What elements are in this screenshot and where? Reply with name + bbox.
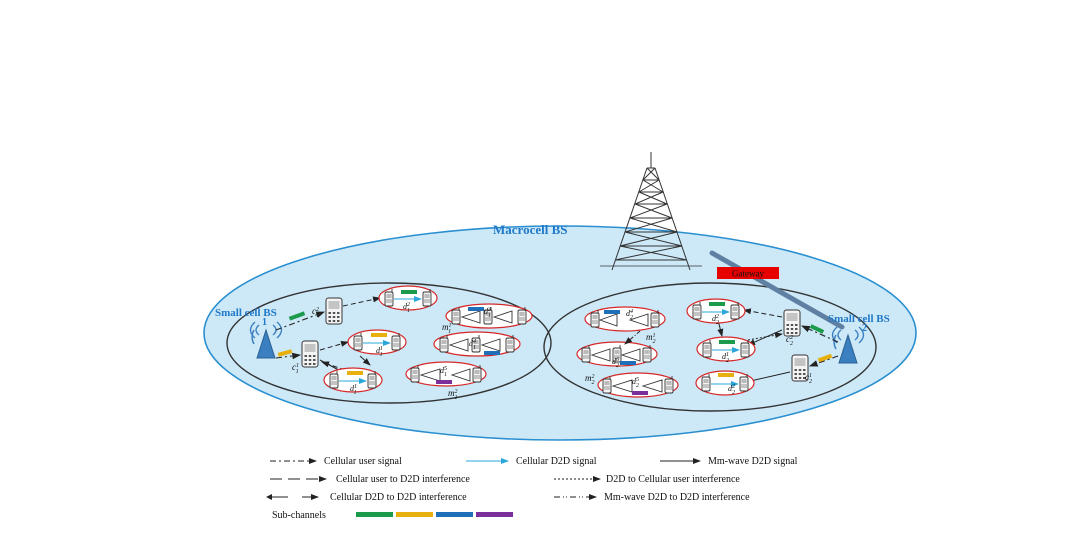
link — [624, 330, 641, 345]
macrocell-coverage — [203, 225, 917, 441]
gateway-label: Gateway — [732, 269, 764, 279]
legend-cellular-user-signal: Cellular user signal — [324, 456, 402, 467]
mmwave-pair-d1-5 — [405, 361, 487, 387]
small-cell-2-coverage — [543, 282, 877, 412]
link — [359, 355, 371, 366]
legend-mmwave-d2d-to-d2d-interference: Mm-wave D2D to D2D interference — [604, 492, 750, 503]
link — [747, 332, 783, 341]
link — [800, 325, 839, 343]
link — [275, 352, 302, 360]
small-cell-1-index: 1 — [262, 317, 267, 328]
legend-subchannels-label: Sub-channels — [272, 510, 326, 521]
macrocell-label: Macrocell BS — [493, 222, 568, 237]
link — [342, 296, 381, 307]
legend-cellular-d2d-to-d2d-interference: Cellular D2D to D2D interference — [330, 492, 467, 503]
d2d-pair-d1-1-lower — [323, 367, 383, 393]
mmwave-pair-d2-4 — [584, 306, 666, 332]
mmwave-pair-d2-5 — [597, 372, 679, 398]
small-cell-1-label: Small cell BS — [215, 307, 277, 319]
subchannel-tag — [809, 324, 825, 334]
legend-cellular-d2d-signal: Cellular D2D signal — [516, 456, 597, 467]
mmwave-pair-d1-3 — [445, 303, 533, 329]
d2d-pair-d1-1-upper — [347, 329, 407, 355]
gateway-box — [717, 267, 779, 279]
subchannel-swatch-blue — [436, 512, 473, 517]
d2d-pair-d2-2-upper — [686, 298, 746, 324]
link — [743, 308, 783, 318]
legend-mmwave-d2d-signal: Mm-wave D2D signal — [708, 456, 798, 467]
small-cell-2-label: Small cell BS — [828, 313, 890, 325]
subchannel-swatch-yellow — [396, 512, 433, 517]
link — [319, 341, 349, 351]
subchannel-swatch-purple — [476, 512, 513, 517]
small-cell-2-index: 2 — [862, 323, 867, 334]
cellular-user-c1-1-icon — [301, 340, 319, 368]
subchannel-tag — [817, 353, 833, 363]
legend-cellular-user-to-d2d-interference: Cellular user to D2D interference — [336, 474, 470, 485]
subchannel-tag — [277, 349, 293, 357]
d2d-pair-d1-2 — [378, 285, 438, 311]
macrocell-tower-icon — [600, 152, 702, 271]
cellular-user-c1-2-icon — [325, 297, 343, 325]
mmwave-pair-d2-6 — [576, 341, 658, 367]
subchannel-tag — [288, 311, 306, 321]
gateway-link — [709, 250, 845, 330]
cellular-user-c2-2-icon — [783, 309, 801, 337]
subchannel-swatch-green — [356, 512, 393, 517]
legend: Cellular user signal Cellular D2D signal… — [266, 456, 798, 521]
link — [275, 311, 326, 331]
legend-d2d-to-cellular-user-interference: D2D to Cellular user interference — [606, 474, 740, 485]
small-cell-1-coverage — [226, 282, 552, 404]
link — [808, 355, 839, 367]
d2d-pair-d2-2-lower — [695, 370, 755, 396]
mmwave-pair-d1-4 — [433, 331, 521, 357]
d2d-pair-d2-1 — [696, 336, 756, 362]
